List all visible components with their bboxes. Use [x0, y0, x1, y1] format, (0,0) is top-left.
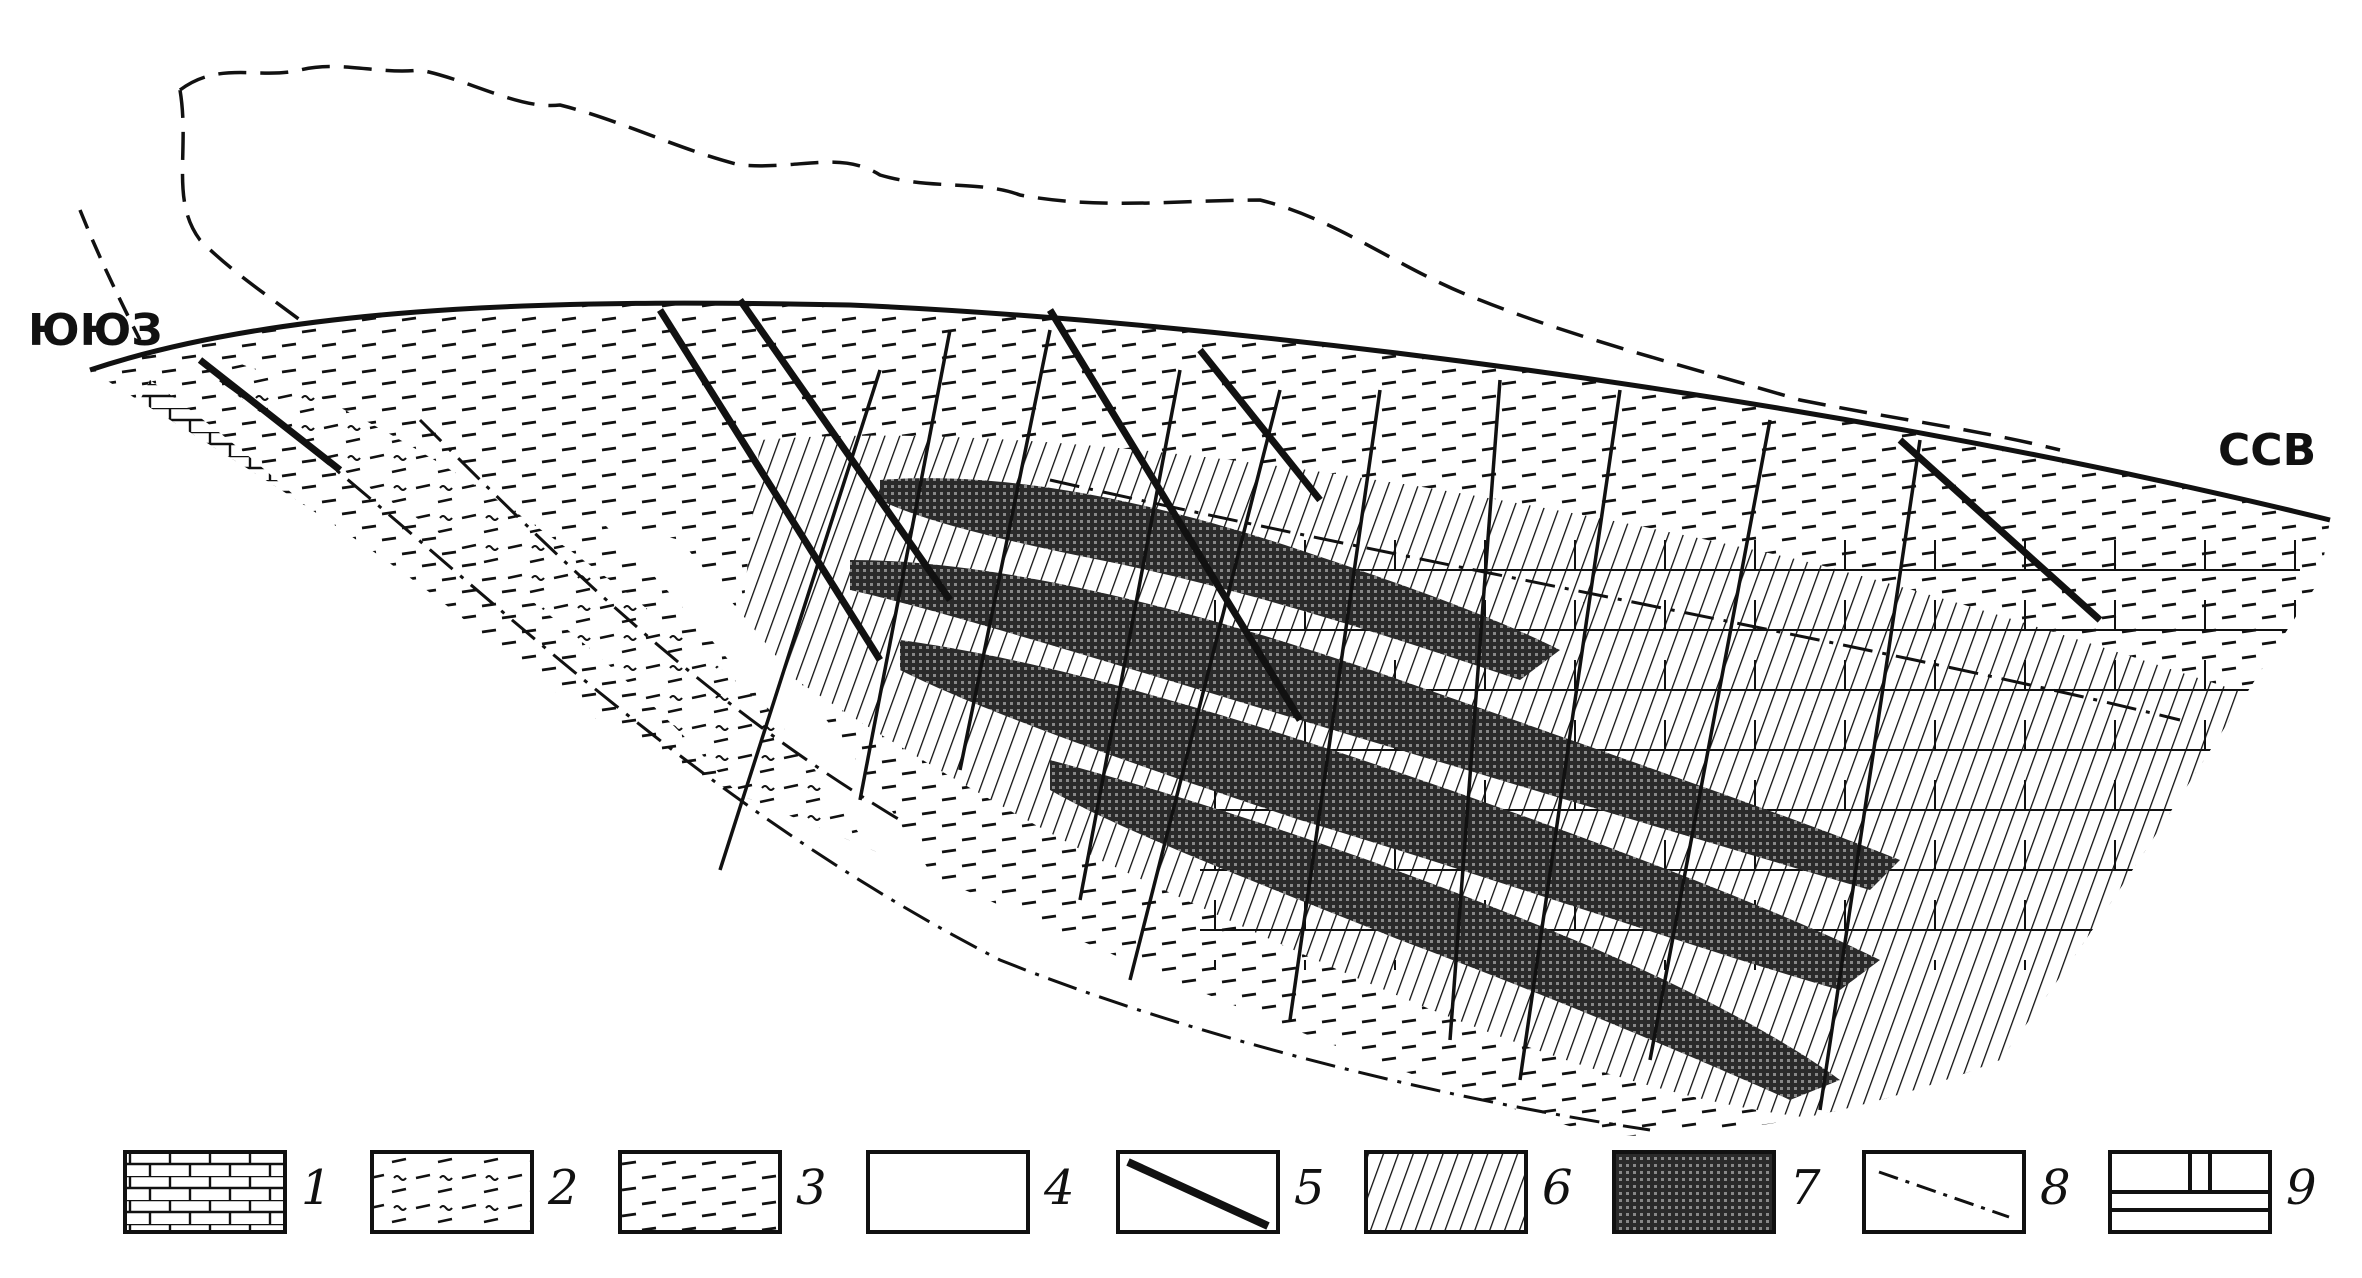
legend: 1 2 3 4 5 6 7 8 9	[0, 1150, 2362, 1260]
legend-number-1: 1	[301, 1160, 332, 1216]
legend-number-2: 2	[548, 1160, 579, 1216]
legend-swatch-3	[618, 1150, 782, 1234]
ore-lens-2	[850, 560, 1900, 890]
ore-lens-3	[900, 640, 1880, 990]
reconstructed-outline	[178, 64, 2061, 452]
blank-band	[600, 520, 960, 930]
ground-surface	[89, 300, 2331, 523]
dikes	[718, 329, 1922, 1111]
legend-swatch-2	[370, 1150, 534, 1234]
ore-lens-1	[880, 478, 1560, 680]
legend-swatch-6	[1364, 1150, 1528, 1234]
legend-swatch-4	[866, 1150, 1030, 1234]
legend-number-6: 6	[1542, 1160, 1573, 1216]
legend-number-8: 8	[2040, 1160, 2071, 1216]
ore-lens-4	[1050, 760, 1840, 1100]
legend-dashdot-mark	[1878, 1170, 2010, 1219]
ore-lens-5	[1150, 520, 1450, 640]
legend-number-5: 5	[1294, 1160, 1325, 1216]
legend-number-4: 4	[1044, 1160, 1075, 1216]
legend-swatch-1	[123, 1150, 287, 1234]
legend-swatch-7	[1612, 1150, 1776, 1234]
legend-swatch-8	[1862, 1150, 2026, 1234]
legend-number-3: 3	[796, 1160, 827, 1216]
legend-swatches	[123, 1150, 2272, 1234]
reconstructed-outline-left	[78, 209, 142, 341]
label-west: ЮЮЗ	[28, 305, 163, 356]
legend-number-9: 9	[2286, 1160, 2317, 1216]
legend-number-7: 7	[1790, 1160, 1821, 1216]
legend-fault-mark	[1126, 1158, 1270, 1230]
legend-frame-mark	[2110, 1152, 2270, 1212]
schist-layer	[230, 360, 880, 900]
dash-dot-lines	[219, 378, 2181, 1132]
label-east: ССВ	[2218, 425, 2317, 476]
